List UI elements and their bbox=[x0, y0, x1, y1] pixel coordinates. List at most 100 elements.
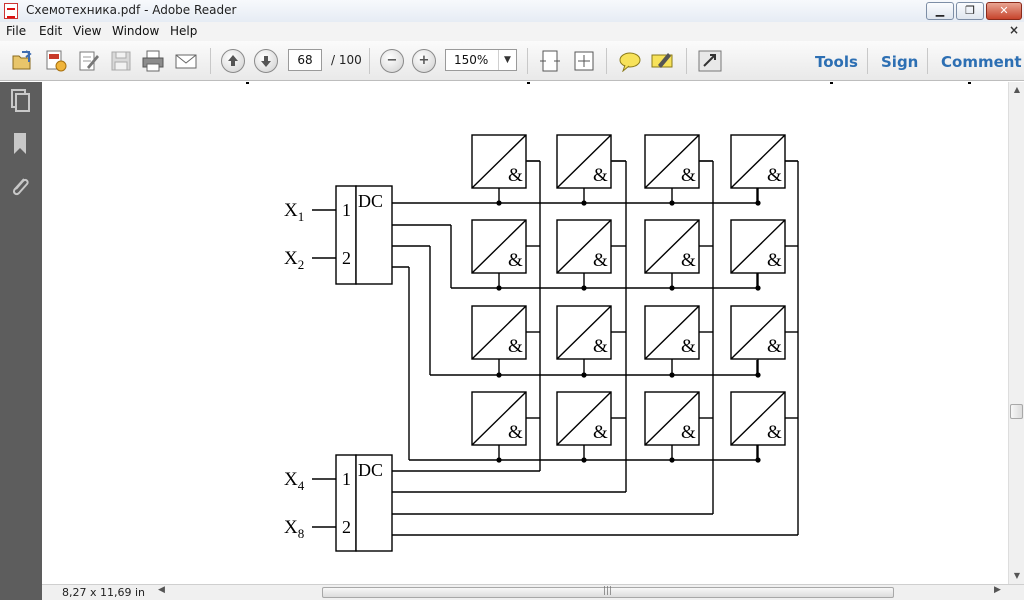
gate-label: & bbox=[767, 336, 782, 357]
menu-view[interactable]: View bbox=[73, 24, 102, 38]
gate-diagonal bbox=[471, 219, 527, 274]
arrow-down-icon bbox=[261, 56, 271, 67]
navigation-panel bbox=[0, 82, 42, 600]
attachment-icon[interactable] bbox=[8, 174, 32, 200]
zoom-out-button[interactable]: − bbox=[380, 49, 404, 73]
tools-pane-button[interactable]: Tools bbox=[815, 53, 858, 71]
gate-label: & bbox=[508, 250, 523, 271]
zoom-value: 150% bbox=[454, 53, 489, 67]
cutoff-mark bbox=[968, 82, 971, 84]
gate-diagonal bbox=[730, 134, 786, 189]
pages-icon[interactable] bbox=[8, 88, 32, 114]
comment-note-icon[interactable] bbox=[618, 50, 642, 72]
toolbar-separator bbox=[210, 48, 211, 74]
toolbar-separator bbox=[606, 48, 607, 74]
gate-diagonal bbox=[556, 219, 612, 274]
status-bar: 8,27 x 11,69 in ◀ ||| ▶ bbox=[42, 584, 1024, 600]
zoom-select[interactable]: 150% ▼ bbox=[445, 49, 517, 71]
gate-diagonal bbox=[556, 134, 612, 189]
close-document-icon[interactable]: × bbox=[1009, 23, 1020, 37]
close-button[interactable]: ✕ bbox=[986, 2, 1022, 20]
edit-icon[interactable] bbox=[77, 50, 101, 72]
toolbar: − + bbox=[0, 41, 1024, 81]
gate-label: & bbox=[593, 336, 608, 357]
scroll-right-icon[interactable]: ▶ bbox=[994, 585, 1001, 595]
bottom-pin-number: 2 bbox=[342, 517, 351, 537]
menu-window[interactable]: Window bbox=[112, 24, 160, 38]
open-icon[interactable] bbox=[10, 50, 34, 72]
zoom-in-button[interactable]: + bbox=[412, 49, 436, 73]
bottom-input-subscript: 4 bbox=[298, 478, 305, 493]
top-input-label: X1 bbox=[284, 200, 304, 224]
gate-label: & bbox=[767, 250, 782, 271]
gate-label: & bbox=[681, 165, 696, 186]
gate-label: & bbox=[508, 422, 523, 443]
gate-diagonal bbox=[556, 391, 612, 446]
fit-page-icon[interactable] bbox=[572, 50, 596, 72]
vertical-scrollbar[interactable]: ▲ ▼ bbox=[1008, 82, 1024, 584]
previous-page-button[interactable] bbox=[221, 49, 245, 73]
scroll-up-icon[interactable]: ▲ bbox=[1013, 85, 1021, 94]
expand-icon[interactable] bbox=[698, 50, 722, 72]
bottom-pin-number: 1 bbox=[342, 469, 351, 489]
gate-label: & bbox=[508, 336, 523, 357]
minus-icon: − bbox=[386, 53, 398, 68]
toolbar-separator bbox=[686, 48, 687, 74]
page-size-label: 8,27 x 11,69 in bbox=[62, 586, 146, 599]
bottom-decoder-body bbox=[355, 454, 393, 552]
toolbar-separator bbox=[369, 48, 370, 74]
sign-pane-button[interactable]: Sign bbox=[881, 53, 919, 71]
top-input-subscript: 2 bbox=[298, 257, 305, 272]
gate-label: & bbox=[681, 336, 696, 357]
gate-diagonal bbox=[644, 391, 700, 446]
page-number-input[interactable]: 68 bbox=[288, 49, 322, 71]
top-input-label: X2 bbox=[284, 248, 304, 272]
comment-pane-button[interactable]: Comment bbox=[941, 53, 1022, 71]
gate-label: & bbox=[508, 165, 523, 186]
top-input-subscript: 1 bbox=[298, 209, 305, 224]
gate-label: & bbox=[681, 250, 696, 271]
gate-label: & bbox=[767, 165, 782, 186]
bookmark-icon[interactable] bbox=[8, 131, 32, 157]
bottom-decoder-label: DC bbox=[358, 460, 383, 480]
cutoff-mark bbox=[246, 82, 249, 84]
gate-diagonal bbox=[644, 305, 700, 360]
gate-diagonal bbox=[556, 305, 612, 360]
gate-diagonal bbox=[471, 305, 527, 360]
scroll-left-icon[interactable]: ◀ bbox=[158, 585, 165, 595]
highlight-icon[interactable] bbox=[650, 50, 674, 72]
top-pin-number: 1 bbox=[342, 200, 351, 220]
save-icon[interactable] bbox=[109, 50, 133, 72]
arrow-up-icon bbox=[228, 55, 238, 66]
gate-label: & bbox=[593, 422, 608, 443]
menu-help[interactable]: Help bbox=[170, 24, 198, 38]
gate-diagonal bbox=[730, 391, 786, 446]
print-icon[interactable] bbox=[141, 50, 165, 72]
scroll-down-icon[interactable]: ▼ bbox=[1013, 571, 1021, 580]
bottom-input-label: X4 bbox=[284, 469, 305, 493]
email-icon[interactable] bbox=[174, 50, 198, 72]
minimize-button[interactable]: ▁ bbox=[926, 2, 954, 20]
restore-icon: ❐ bbox=[965, 4, 975, 17]
menu-file[interactable]: File bbox=[6, 24, 27, 38]
gate-diagonal bbox=[471, 391, 527, 446]
next-page-button[interactable] bbox=[254, 49, 278, 73]
menu-edit[interactable]: Edit bbox=[39, 24, 63, 38]
gate-diagonal bbox=[471, 134, 527, 189]
toolbar-separator bbox=[527, 48, 528, 74]
toolbar-separator bbox=[867, 48, 868, 74]
chevron-down-icon[interactable]: ▼ bbox=[498, 50, 516, 70]
gate-label: & bbox=[767, 422, 782, 443]
gate-label: & bbox=[593, 250, 608, 271]
horizontal-scroll-thumb[interactable]: ||| bbox=[322, 586, 894, 598]
vertical-scroll-thumb[interactable] bbox=[1010, 404, 1023, 419]
title-bar: Схемотехника.pdf - Adobe Reader ▁ ❐ ✕ bbox=[0, 0, 1024, 22]
maximize-button[interactable]: ❐ bbox=[956, 2, 984, 20]
top-decoder-body bbox=[355, 185, 393, 285]
minimize-icon: ▁ bbox=[935, 4, 945, 17]
fit-width-icon[interactable] bbox=[538, 50, 562, 72]
create-pdf-icon[interactable] bbox=[43, 50, 67, 72]
bottom-input-label: X8 bbox=[284, 517, 304, 541]
